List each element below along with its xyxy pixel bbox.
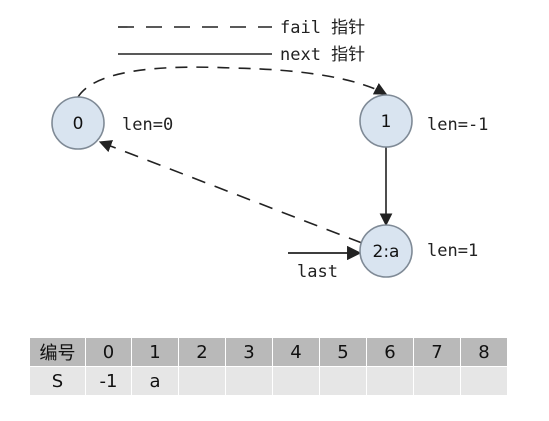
sequence-table: 编号 0 1 2 3 4 5 6 7 8 S -1 a (29, 337, 508, 396)
node-1-len: len=-1 (427, 115, 488, 135)
table-header-cell: 0 (85, 337, 132, 367)
node-0 (51, 96, 105, 150)
legend-next-label: next 指针 (280, 45, 365, 65)
table-cell: S (29, 366, 86, 396)
table-cell (225, 366, 273, 396)
legend-fail-label: fail 指针 (280, 18, 365, 38)
node-1 (359, 94, 413, 148)
fail-edge-1-to-0 (77, 66, 388, 98)
table-cell (178, 366, 226, 396)
table-cell (413, 366, 461, 396)
table-cell (460, 366, 508, 396)
table-cell (366, 366, 414, 396)
node-0-len: len=0 (122, 115, 173, 135)
table-header-cell: 2 (178, 337, 226, 367)
node-2-label: 2:a (373, 242, 400, 262)
table-cell: -1 (85, 366, 132, 396)
table-header-row: 编号 0 1 2 3 4 5 6 7 8 (29, 337, 508, 367)
node-2-len: len=1 (427, 241, 478, 261)
fail-edge-2-to-0 (98, 140, 363, 244)
automaton-diagram: fail 指针 next 指针 last 0 len=0 1 len=-1 2:… (51, 18, 488, 282)
table-header-cell: 8 (460, 337, 508, 367)
table-header-cell: 3 (225, 337, 273, 367)
table-cell (272, 366, 320, 396)
table-row: S -1 a (29, 366, 508, 396)
node-0-label: 0 (73, 114, 84, 134)
table-cell (319, 366, 367, 396)
node-2 (359, 224, 413, 278)
table-header-cell: 编号 (29, 337, 86, 367)
node-1-label: 1 (381, 112, 392, 132)
table-header-cell: 5 (319, 337, 367, 367)
table-header-cell: 6 (366, 337, 414, 367)
table-header-cell: 4 (272, 337, 320, 367)
table-cell: a (131, 366, 179, 396)
table-header-cell: 1 (131, 337, 179, 367)
table-header-cell: 7 (413, 337, 461, 367)
last-label: last (297, 262, 338, 282)
